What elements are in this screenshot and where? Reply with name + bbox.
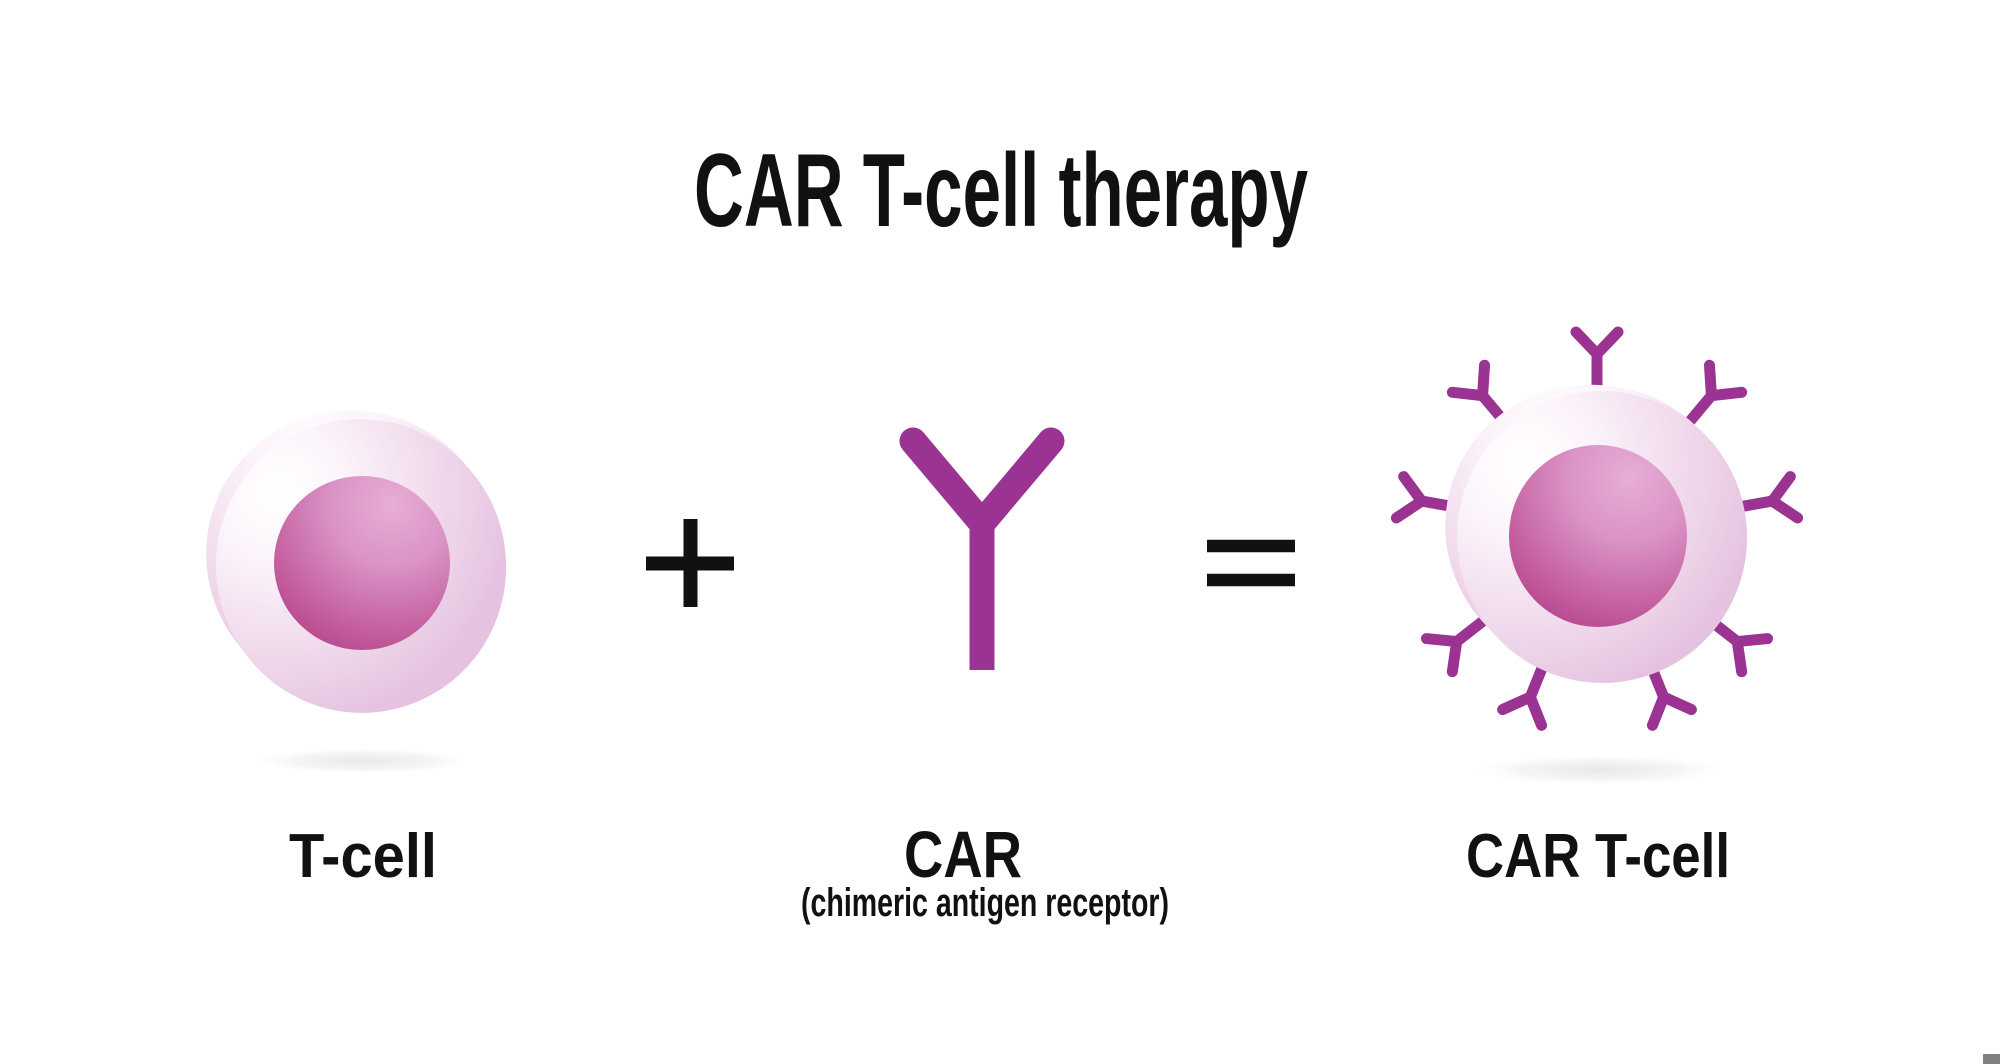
- car-label: CAR: [904, 817, 1022, 891]
- cell-shadow: [1474, 755, 1726, 785]
- cell-shadow: [255, 748, 471, 774]
- cell-body: [206, 410, 507, 713]
- plus-icon: [646, 519, 734, 607]
- page-title: CAR T-cell therapy: [694, 133, 1308, 249]
- car-t-cell-label: CAR T-cell: [1466, 822, 1730, 891]
- car-t-cell-illustration: [1396, 332, 1797, 785]
- t-cell-illustration: [206, 410, 507, 774]
- cell-nucleus: [1509, 445, 1687, 627]
- car-sublabel: (chimeric antigen receptor): [801, 881, 1169, 925]
- t-cell-label: T-cell: [289, 822, 437, 891]
- car-receptor-illustration: [899, 427, 1065, 670]
- car-receptor-arms: [899, 427, 1065, 537]
- cell-nucleus: [274, 476, 450, 650]
- corner-mark: [1983, 1054, 2000, 1064]
- equals-icon: [1207, 539, 1295, 587]
